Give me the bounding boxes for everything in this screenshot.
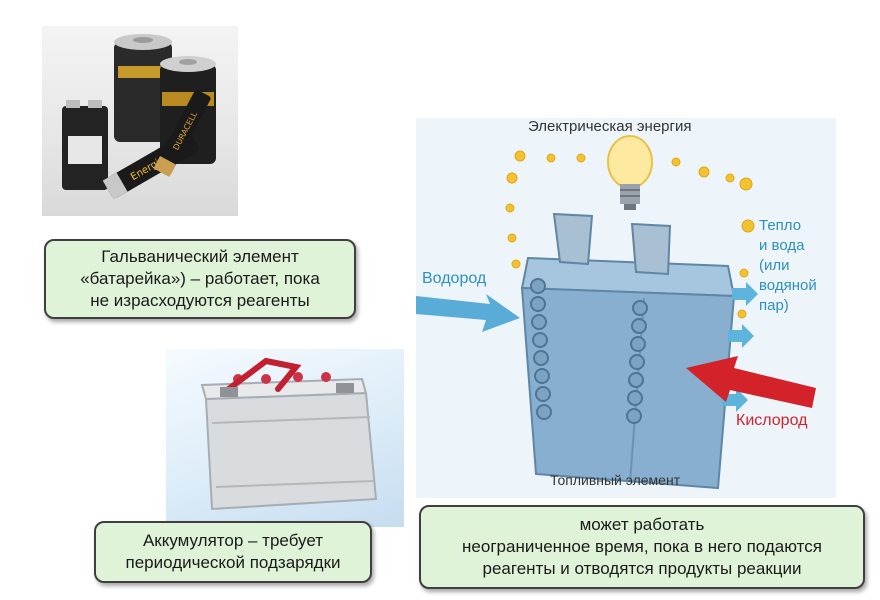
- output-line: Тепло: [759, 217, 802, 234]
- output-line: водяной: [759, 277, 817, 294]
- accumulator-caption: Аккумулятор – требует периодической подз…: [94, 521, 372, 583]
- accumulator-illustration: [200, 357, 378, 511]
- output-line: пар): [759, 297, 789, 314]
- caption-line: Аккумулятор – требует: [142, 531, 324, 550]
- accumulator-photo: [166, 349, 404, 527]
- energy-label: Электрическая энергия: [528, 118, 692, 135]
- fuel-cell-caption: может работать неограниченное время, пок…: [419, 505, 865, 589]
- caption-line: Гальванический элемент: [101, 247, 299, 266]
- hydrogen-label: Водород: [422, 270, 487, 287]
- fuel-cell-diagram: Электрическая энергия Водород Тепло и во…: [416, 118, 836, 498]
- galvanic-caption: Гальванический элемент «батарейка») – ра…: [44, 239, 356, 319]
- caption-line: реагенты и отводятся продукты реакции: [482, 559, 802, 578]
- caption-line: не израсходуются реагенты: [90, 291, 310, 310]
- lightbulb-icon: [607, 135, 653, 210]
- caption-line: неограниченное время, пока в него подают…: [462, 537, 822, 556]
- caption-line: «батарейка») – работает, пока: [80, 269, 320, 288]
- fuel-cell-label: Топливный элемент: [550, 472, 681, 488]
- caption-line: периодической подзарядки: [125, 553, 341, 572]
- batteries-illustration: Energizer DURACELL: [62, 34, 216, 200]
- hydrogen-arrow: [416, 294, 520, 332]
- fuel-cell-body: [520, 212, 736, 490]
- fuel-cell-illustration: [416, 118, 836, 498]
- batteries-photo: Energizer DURACELL: [42, 26, 238, 216]
- output-line: (или: [759, 257, 790, 274]
- output-line: и вода: [759, 237, 805, 254]
- oxygen-label: Кислород: [736, 412, 808, 429]
- output-label: Тепло и вода (или водяной пар): [759, 216, 817, 316]
- caption-line: может работать: [579, 515, 705, 534]
- oxygen-arrow: [686, 356, 816, 408]
